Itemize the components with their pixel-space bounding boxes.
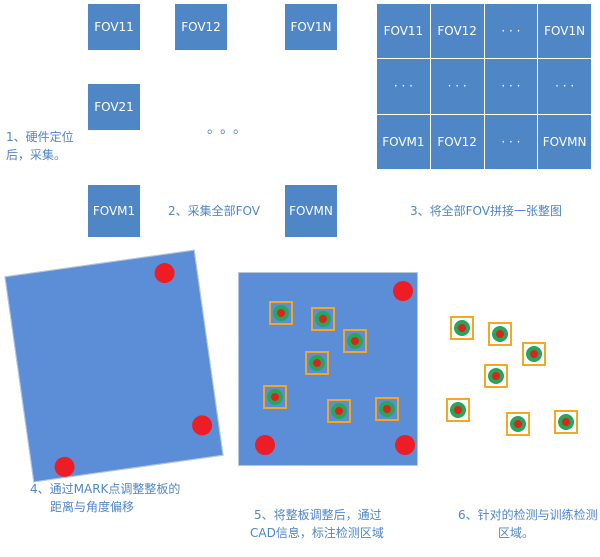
grid-cell: · · · (538, 59, 591, 114)
mark-point (393, 281, 413, 301)
grid-cell: FOVM1 (377, 114, 430, 169)
grid-cell: FOV12 (430, 114, 484, 169)
fov-tile-m1: FOVM1 (88, 185, 140, 237)
mark-point (255, 435, 275, 455)
step3-caption: 3、将全部FOV拼接一张整图 (410, 204, 562, 218)
fov-tile-12: FOV12 (175, 4, 227, 50)
step5-caption-line2: CAD信息，标注检测区域 (250, 526, 384, 540)
grid-cell: · · · (484, 114, 538, 169)
grid-cell: FOV12 (430, 4, 484, 59)
detection-region (343, 329, 367, 353)
detection-region (263, 385, 287, 409)
step6-caption: 6、针对的检测与训练检测 区域。 (458, 506, 598, 542)
detection-region (311, 307, 335, 331)
fov-tile-21: FOV21 (88, 84, 140, 130)
step5-caption: 5、将整板调整后，通过 CAD信息，标注检测区域 (250, 506, 384, 542)
extracted-region (506, 412, 530, 436)
grid-cell: · · · (377, 59, 430, 114)
step4-caption: 4、通过MARK点调整整板的 距离与角度偏移 (30, 480, 180, 516)
detection-region (375, 397, 399, 421)
grid-cell: · · · (484, 4, 538, 59)
fov-ellipsis: 。。。 (207, 121, 253, 137)
grid-cell: FOVMN (538, 114, 591, 169)
extracted-region (488, 322, 512, 346)
mark-point (395, 435, 415, 455)
step1-caption: 1、硬件定位 后，采集。 (6, 128, 74, 164)
step1-caption-line2: 后，采集。 (6, 148, 67, 162)
step4-caption-line2: 距离与角度偏移 (50, 500, 135, 514)
detection-region (269, 301, 293, 325)
mark-point (153, 261, 176, 285)
extracted-region (522, 342, 546, 366)
detection-region (327, 399, 351, 423)
extracted-region (446, 398, 470, 422)
grid-cell: FOV11 (377, 4, 430, 59)
step1-caption-line1: 1、硬件定位 (6, 130, 74, 144)
fov-tile-1n: FOV1N (285, 4, 337, 50)
fov-tile-11: FOV11 (88, 4, 140, 50)
extracted-region (554, 410, 578, 434)
extracted-region (450, 316, 474, 340)
mark-point (190, 414, 214, 437)
extracted-region (484, 364, 508, 388)
step4-caption-line1: 4、通过MARK点调整整板的 (30, 482, 181, 496)
detection-region (305, 351, 329, 375)
grid-cell: FOV1N (538, 4, 591, 59)
grid-cell: · · · (484, 59, 538, 114)
step6-caption-line1: 6、针对的检测与训练检测 (458, 508, 598, 522)
rotated-board (4, 249, 224, 483)
aligned-board (238, 272, 418, 466)
step2-caption: 2、采集全部FOV (168, 204, 260, 218)
mark-point (53, 455, 76, 479)
grid-cell: · · · (430, 59, 484, 114)
step5-caption-line1: 5、将整板调整后，通过 (254, 508, 382, 522)
fov-tile-mn: FOVMN (285, 185, 337, 237)
step6-caption-line2: 区域。 (498, 526, 535, 540)
